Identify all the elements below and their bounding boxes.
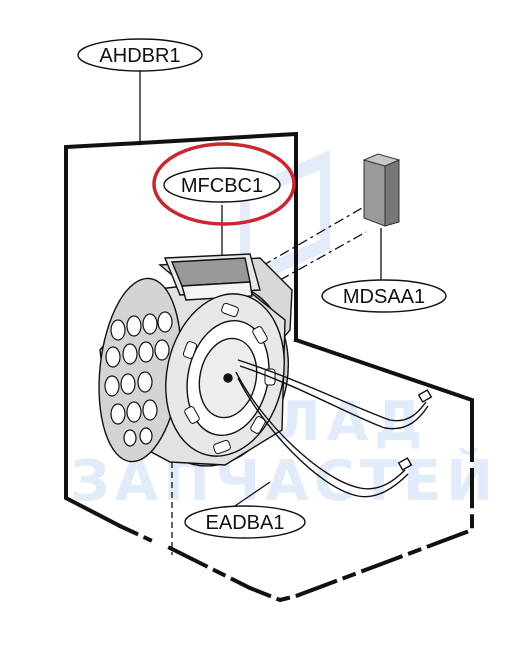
drum-slots: [104, 311, 173, 447]
assembly-frame: [64, 131, 474, 603]
label-highlighted-part: MFCBC1: [181, 175, 263, 197]
callout-top-assembly: AHDBR1: [77, 38, 203, 72]
label-harness-part: EADBA1: [206, 512, 285, 534]
drum-housing: [98, 253, 293, 467]
label-side-part: MDSAA1: [343, 286, 425, 308]
ring-windows: [182, 302, 276, 455]
callout-side-part: MDSAA1: [321, 279, 447, 313]
wire-harness: [235, 359, 433, 498]
label-top-assembly: AHDBR1: [99, 45, 180, 67]
side-part-block: [362, 153, 401, 227]
callout-highlighted-part: MFCBC1: [152, 142, 296, 226]
callout-harness-part: EADBA1: [184, 505, 306, 539]
